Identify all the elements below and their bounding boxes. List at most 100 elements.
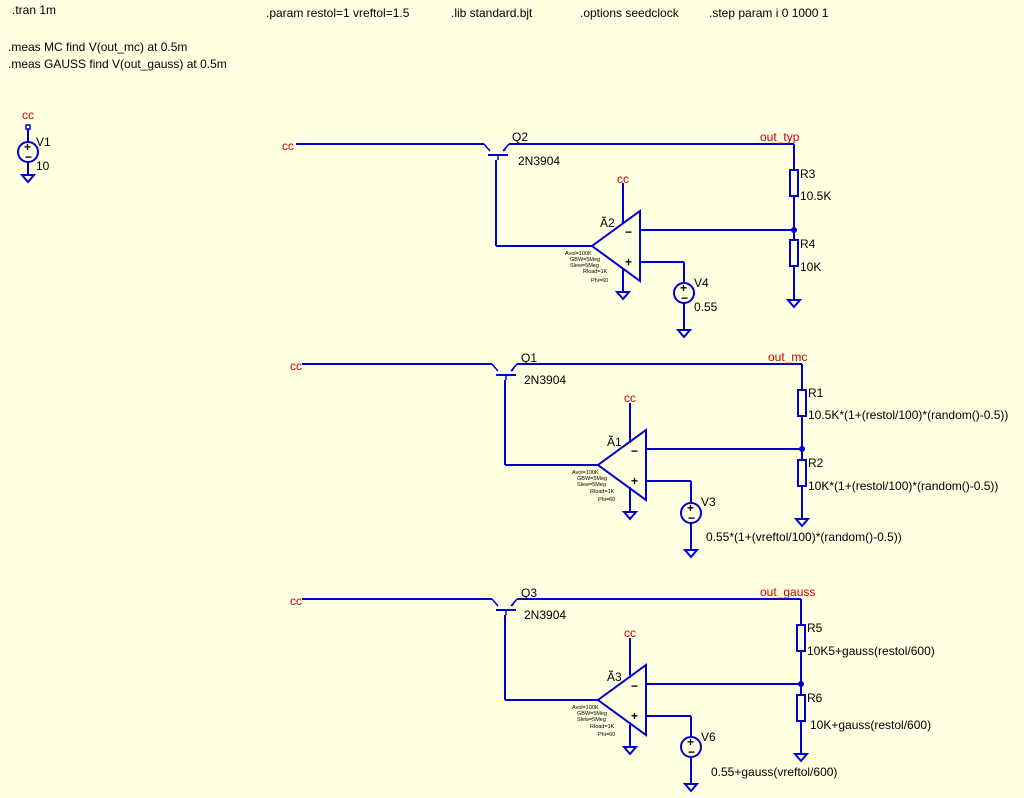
v1-net-flag: [25, 124, 31, 130]
q1-model[interactable]: 2N3904: [524, 373, 566, 387]
q3-transistor[interactable]: [491, 598, 518, 615]
svg-text:−: −: [631, 679, 638, 693]
svg-text:Phi=60: Phi=60: [598, 732, 615, 738]
svg-text:−: −: [688, 511, 695, 525]
a3-ground-icon: [621, 746, 639, 756]
a1-params: Avol=100K GBW=5Meg Slew=5Meg Rload=1K Ph…: [572, 470, 615, 503]
a3-name: Ã3: [607, 670, 622, 684]
q3-model[interactable]: 2N3904: [524, 608, 566, 622]
v4-source[interactable]: + −: [673, 281, 695, 305]
v3-value[interactable]: 0.55*(1+(vreftol/100)*(random()-0.5)): [706, 530, 902, 544]
svg-text:−: −: [25, 150, 32, 164]
step-directive[interactable]: .step param i 0 1000 1: [709, 6, 829, 20]
v3-ground-icon: [682, 549, 700, 559]
opamp-a1[interactable]: − +: [596, 403, 647, 521]
opamp-a3[interactable]: − +: [596, 638, 647, 756]
typ-input-net: cc: [282, 139, 294, 153]
svg-text:−: −: [681, 291, 688, 305]
svg-text:GBW=5Meg: GBW=5Meg: [577, 476, 607, 482]
r6-resistor[interactable]: [796, 694, 806, 722]
v6-value[interactable]: 0.55+gauss(vreftol/600): [711, 765, 837, 779]
r3-resistor[interactable]: [789, 169, 799, 197]
v4-ground-icon: [675, 329, 693, 339]
svg-text:GBW=5Meg: GBW=5Meg: [577, 711, 607, 717]
svg-text:+: +: [680, 281, 687, 295]
r5-name: R5: [807, 621, 823, 635]
svg-text:Slew=5Meg: Slew=5Meg: [577, 717, 606, 723]
q2-model[interactable]: 2N3904: [518, 154, 560, 168]
r6-name: R6: [807, 691, 823, 705]
a1-supply-net: cc: [624, 391, 636, 405]
r2-resistor[interactable]: [797, 459, 807, 487]
v6-source[interactable]: + −: [680, 735, 702, 759]
svg-text:+: +: [631, 709, 638, 723]
r2-value[interactable]: 10K*(1+(restol/100)*(random()-0.5)): [808, 479, 998, 493]
opamp-a2[interactable]: − +: [590, 183, 641, 301]
gauss-input-net: cc: [290, 594, 302, 608]
r1-name: R1: [808, 386, 824, 400]
svg-text:GBW=5Meg: GBW=5Meg: [570, 257, 600, 263]
v6-name: V6: [701, 730, 716, 744]
svg-text:Slew=5Meg: Slew=5Meg: [570, 263, 599, 269]
out-gauss-label[interactable]: out_gauss: [760, 585, 815, 599]
a1-ground-icon: [621, 511, 639, 521]
tran-directive[interactable]: .tran 1m: [12, 3, 56, 17]
q1-transistor[interactable]: [491, 363, 518, 380]
svg-text:Avol=100K: Avol=100K: [572, 470, 599, 476]
svg-text:+: +: [687, 501, 694, 515]
circuit-typ: cc Q2 2N3904 out_typ − + cc Ã2 Avol=100: [282, 130, 831, 339]
v1-name: V1: [36, 135, 51, 149]
svg-text:+: +: [687, 735, 694, 749]
v4-value[interactable]: 0.55: [694, 300, 718, 314]
param-directive[interactable]: .param restol=1 vreftol=1.5: [266, 6, 410, 20]
v6-ground-icon: [682, 783, 700, 793]
r1-value[interactable]: 10.5K*(1+(restol/100)*(random()-0.5)): [808, 408, 1008, 422]
q2-transistor[interactable]: [483, 143, 510, 160]
supply-v1[interactable]: cc + − V1 10: [17, 108, 51, 184]
v3-source[interactable]: + −: [680, 501, 702, 525]
a2-ground-icon: [614, 291, 632, 301]
svg-text:Phi=60: Phi=60: [591, 278, 608, 284]
options-directive[interactable]: .options seedclock: [580, 6, 680, 20]
r6-value[interactable]: 10K+gauss(restol/600): [810, 718, 931, 732]
v1-value[interactable]: 10: [36, 159, 50, 173]
r1-resistor[interactable]: [797, 389, 807, 417]
svg-text:−: −: [631, 444, 638, 458]
lib-directive[interactable]: .lib standard.bjt: [451, 6, 533, 20]
svg-text:+: +: [631, 474, 638, 488]
out-mc-label[interactable]: out_mc: [768, 350, 807, 364]
a3-params: Avol=100K GBW=5Meg Slew=5Meg Rload=1K Ph…: [572, 705, 615, 738]
meas-gauss-directive[interactable]: .meas GAUSS find V(out_gauss) at 0.5m: [8, 57, 227, 71]
q1-name: Q1: [521, 351, 537, 365]
r3-name: R3: [800, 167, 816, 181]
svg-text:Avol=100K: Avol=100K: [572, 705, 599, 711]
v3-name: V3: [701, 495, 716, 509]
svg-text:Slew=5Meg: Slew=5Meg: [577, 482, 606, 488]
a2-name: Ã2: [600, 216, 615, 230]
v1-net-label: cc: [22, 108, 34, 122]
a2-supply-net: cc: [617, 172, 629, 186]
r5-value[interactable]: 10K5+gauss(restol/600): [807, 644, 935, 658]
svg-text:Rload=1K: Rload=1K: [583, 269, 608, 275]
a3-supply-net: cc: [624, 626, 636, 640]
q2-name: Q2: [512, 130, 528, 144]
svg-text:Rload=1K: Rload=1K: [590, 724, 615, 730]
r4-resistor[interactable]: [789, 239, 799, 267]
v1-ground-icon: [19, 174, 37, 184]
svg-text:−: −: [625, 225, 632, 239]
meas-mc-directive[interactable]: .meas MC find V(out_mc) at 0.5m: [8, 40, 187, 54]
a1-name: Ã1: [607, 435, 622, 449]
out-typ-label[interactable]: out_typ: [760, 130, 800, 144]
svg-text:+: +: [24, 140, 31, 154]
r2-name: R2: [808, 456, 824, 470]
q3-name: Q3: [521, 586, 537, 600]
r4-name: R4: [800, 237, 816, 251]
v4-name: V4: [694, 276, 709, 290]
r3-value[interactable]: 10.5K: [800, 189, 831, 203]
r4-value[interactable]: 10K: [800, 260, 821, 274]
svg-text:+: +: [625, 255, 632, 269]
r5-resistor[interactable]: [796, 624, 806, 652]
a2-params: Avol=100K GBW=5Meg Slew=5Meg Rload=1K Ph…: [565, 251, 608, 284]
